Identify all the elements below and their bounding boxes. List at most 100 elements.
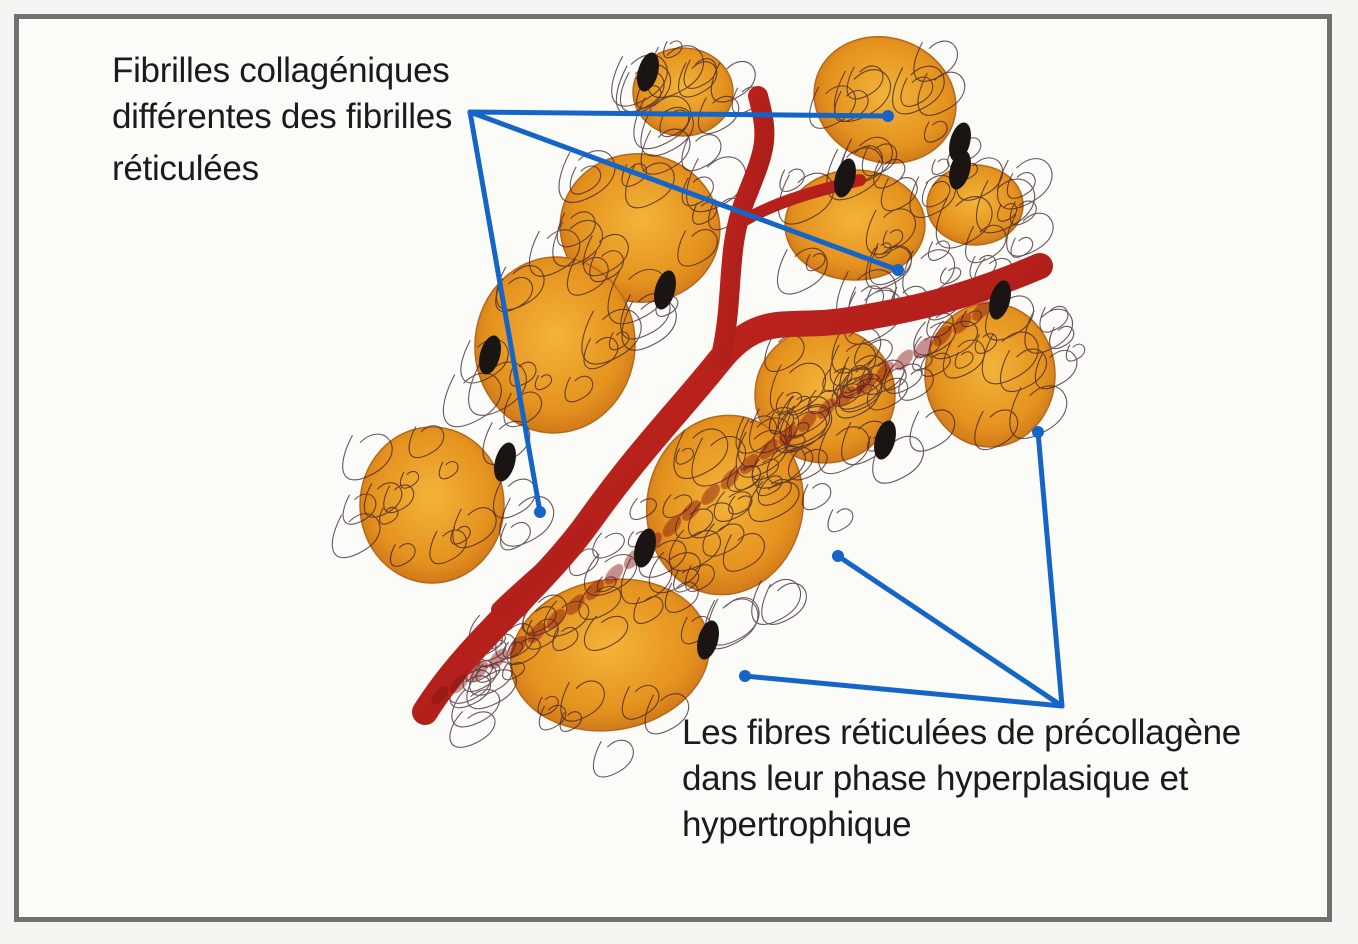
fiber-loop xyxy=(751,578,802,625)
vessel-band xyxy=(875,361,895,383)
fiber-loop xyxy=(675,447,694,465)
fiber-loop xyxy=(805,253,826,272)
nuclei-group xyxy=(479,52,1011,660)
fiber-loop xyxy=(681,176,714,207)
leader-endpoint-dot xyxy=(534,506,546,518)
fiber-mesh xyxy=(331,40,1086,778)
fiber-loop xyxy=(663,40,683,59)
vessel-band xyxy=(507,635,527,657)
fiber-loop xyxy=(342,433,393,481)
fiber-loop xyxy=(678,61,718,98)
fiber-loop xyxy=(960,310,982,328)
fiber-loop xyxy=(621,163,648,187)
fiber-loop xyxy=(633,596,664,624)
cell-nucleus xyxy=(834,158,856,198)
fiber-loop xyxy=(509,361,537,387)
fiber-loop xyxy=(399,470,420,489)
vessel-band xyxy=(720,468,740,490)
fiber-loop xyxy=(625,162,675,209)
fiber-loop xyxy=(831,383,861,407)
fiber-loop xyxy=(1006,172,1036,199)
fiber-loop xyxy=(566,257,609,296)
fiber-loop xyxy=(664,581,699,613)
fiber-loop xyxy=(538,704,567,731)
fiber-loop xyxy=(917,71,966,116)
vessel-segment xyxy=(710,86,775,370)
fiber-loop xyxy=(659,109,690,138)
fiber-loop xyxy=(1024,308,1074,354)
fiber-loop xyxy=(1009,200,1037,226)
fiber-loop xyxy=(713,490,753,523)
leader-line-reticular-3 xyxy=(742,673,1065,709)
fiber-loop xyxy=(583,233,629,277)
fiber-loop xyxy=(552,626,579,652)
fiber-loop xyxy=(331,513,381,558)
fiber-loop xyxy=(408,425,445,459)
fiber-loop xyxy=(996,158,1053,210)
fiber-loop xyxy=(560,680,605,722)
fiber-loop xyxy=(981,331,1039,385)
fiber-loop xyxy=(552,219,603,267)
fiber-loop xyxy=(629,498,657,520)
fiber-loop xyxy=(773,410,827,454)
fiber-loop xyxy=(921,180,951,208)
label-collagen-fibrils: Fibrilles collagéniques différentes des … xyxy=(112,48,452,192)
leader-endpoint-dot xyxy=(882,110,894,122)
fiber-loop xyxy=(838,377,883,413)
fiber-loop xyxy=(776,247,828,295)
vessel-band xyxy=(681,499,701,521)
fiber-loop xyxy=(832,367,872,398)
fiber-loop xyxy=(1010,236,1034,258)
fiber-loop xyxy=(640,106,694,157)
vessel-segment xyxy=(491,516,594,619)
fiber-loop xyxy=(846,65,884,100)
cell-nucleus xyxy=(654,270,676,310)
fiber-loop xyxy=(607,268,668,325)
label-line: Les fibres réticulées de précollagène xyxy=(682,713,1241,752)
fiber-loop xyxy=(495,623,535,660)
leader-line-reticular-1 xyxy=(835,553,1065,709)
vessel-band xyxy=(971,299,991,321)
fiber-loop xyxy=(502,661,526,681)
fiber-loop xyxy=(429,529,467,565)
fiber-loop xyxy=(935,196,993,249)
vessel-band xyxy=(817,398,837,419)
fiber-loop xyxy=(872,435,924,484)
fiber-loop xyxy=(621,685,660,720)
fiber-loop xyxy=(931,158,950,176)
fiber-loop xyxy=(909,409,956,452)
vessel-band xyxy=(739,453,759,475)
label-line: hypertrophique xyxy=(682,805,912,844)
fiber-loop xyxy=(761,582,807,625)
fiber-loop xyxy=(829,343,877,387)
cell-shape xyxy=(474,256,636,434)
fiber-loop xyxy=(809,85,857,129)
label-reticular-fibers: Les fibres réticulées de précollagène da… xyxy=(682,710,1241,848)
fiber-loop xyxy=(974,409,1019,450)
fiber-loop xyxy=(975,178,1036,234)
fiber-loop xyxy=(923,120,948,143)
fiber-loop xyxy=(882,229,904,249)
vessel-band xyxy=(565,594,585,616)
fiber-loop xyxy=(583,337,619,370)
fiber-loop xyxy=(342,493,377,525)
fiber-loop xyxy=(556,211,596,248)
fiber-loop xyxy=(583,615,629,651)
fiber-loop xyxy=(727,464,761,492)
fiber-loop xyxy=(748,481,800,522)
vessel-band xyxy=(952,312,972,334)
fiber-loop xyxy=(756,475,783,497)
fiber-loop xyxy=(940,267,962,285)
vessel-band xyxy=(701,484,721,506)
vessel-band xyxy=(913,337,933,359)
fiber-loop xyxy=(644,693,690,735)
fiber-loop xyxy=(710,60,756,103)
fiber-loop xyxy=(673,568,700,593)
fiber-loop xyxy=(691,435,747,487)
vessel-band xyxy=(469,660,489,682)
fiber-loop xyxy=(912,354,933,372)
fiber-loop xyxy=(640,128,691,175)
fiber-loop xyxy=(841,420,890,465)
vessel-band xyxy=(797,411,817,432)
